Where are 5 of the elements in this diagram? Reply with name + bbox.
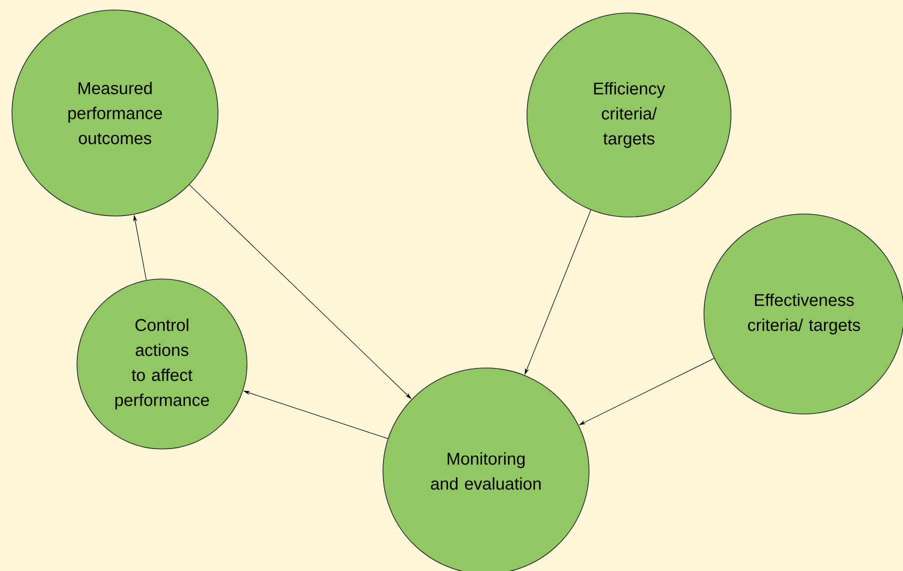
circle-node: Efficiency criteria/ targets [526, 12, 732, 218]
circle-node: Measured performance outcomes [12, 10, 218, 216]
circle-node: Control actions to affect performance [76, 278, 248, 450]
circle-node: Monitoring and evaluation [382, 368, 590, 571]
circle-node: Effectiveness criteria/ targets [704, 214, 903, 414]
